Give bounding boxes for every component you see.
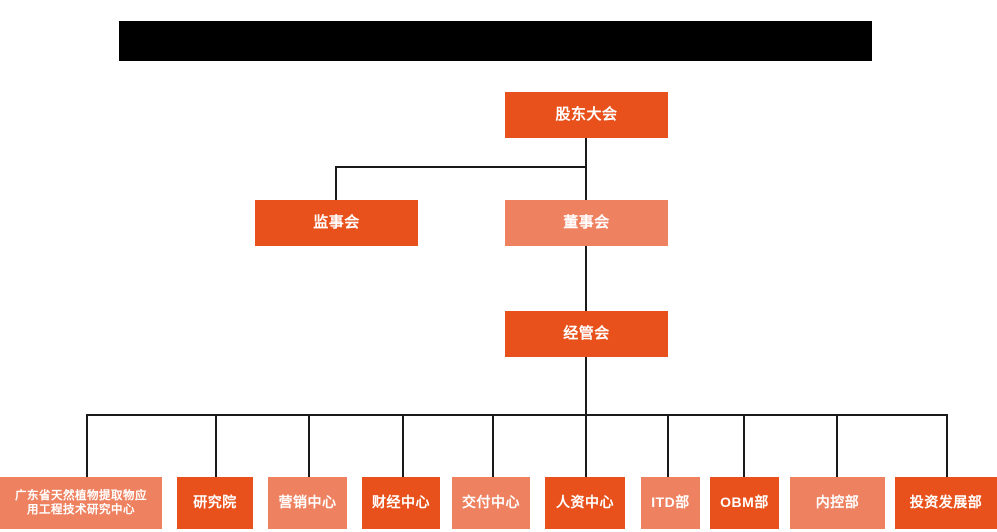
node-department[interactable]: 交付中心: [452, 477, 530, 529]
connector-drop-dept-2: [308, 414, 310, 477]
connector-drop-supervisors: [335, 166, 337, 200]
node-label: 投资发展部: [909, 494, 983, 511]
node-department[interactable]: ITD部: [641, 477, 700, 529]
node-department[interactable]: 广东省天然植物提取物应 用工程技术研究中心: [0, 477, 162, 529]
node-label: ITD部: [651, 494, 690, 511]
connector-drop-dept-9: [946, 414, 948, 477]
connector-drop-dept-8: [836, 414, 838, 477]
node-label: 营销中心: [278, 494, 337, 511]
node-label: 经管会: [563, 324, 610, 342]
node-department[interactable]: 人资中心: [545, 477, 625, 529]
connector-drop-dept-0: [86, 414, 88, 477]
node-label: 内控部: [815, 494, 860, 511]
node-department[interactable]: 营销中心: [268, 477, 347, 529]
node-label: OBM部: [720, 494, 769, 511]
node-board-of-directors[interactable]: 董事会: [505, 200, 668, 246]
connector-drop-dept-5: [585, 414, 587, 477]
connector-directors-to-management: [585, 246, 587, 311]
node-label: 财经中心: [372, 494, 430, 511]
node-department[interactable]: 投资发展部: [895, 477, 997, 529]
node-department[interactable]: 研究院: [177, 477, 253, 529]
connector-drop-dept-3: [402, 414, 404, 477]
connector-drop-dept-6: [667, 414, 669, 477]
connector-drop-dept-4: [492, 414, 494, 477]
node-department[interactable]: 财经中心: [362, 477, 440, 529]
connector-drop-dept-1: [215, 414, 217, 477]
node-label: 董事会: [563, 213, 610, 231]
node-shareholders-meeting[interactable]: 股东大会: [505, 92, 668, 138]
node-label: 监事会: [313, 213, 360, 231]
connector-management-stem: [585, 357, 587, 415]
node-department[interactable]: OBM部: [710, 477, 779, 529]
connector-department-bus: [86, 414, 946, 416]
node-label: 人资中心: [556, 494, 614, 511]
redacted-title-bar: [119, 21, 872, 61]
node-label: 股东大会: [555, 105, 618, 123]
node-department[interactable]: 内控部: [790, 477, 885, 529]
connector-shareholders-stem: [585, 138, 587, 168]
connector-level1-bus: [335, 166, 587, 168]
node-board-of-supervisors[interactable]: 监事会: [255, 200, 418, 246]
node-label: 交付中心: [462, 494, 520, 511]
connector-drop-directors: [585, 166, 587, 200]
node-management-committee[interactable]: 经管会: [505, 311, 668, 357]
node-label: 广东省天然植物提取物应 用工程技术研究中心: [15, 489, 147, 516]
connector-drop-dept-7: [743, 414, 745, 477]
node-label: 研究院: [193, 494, 237, 511]
